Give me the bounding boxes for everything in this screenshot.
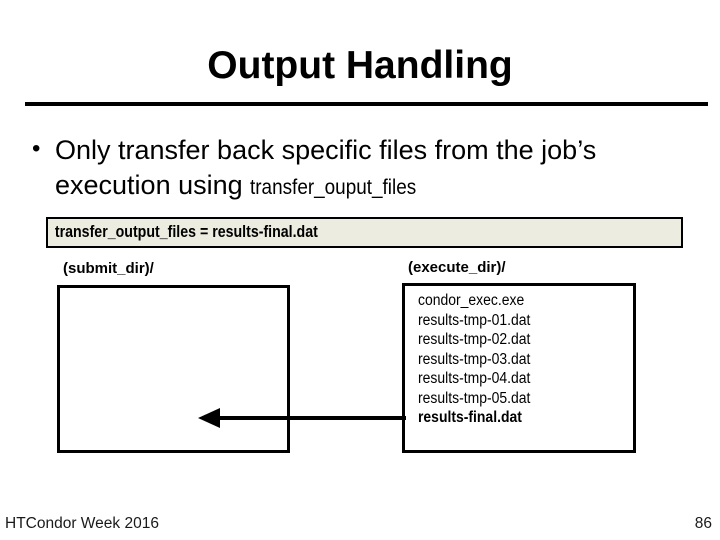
bullet-marker: • (32, 135, 41, 162)
file-list-item: results-tmp-05.dat (418, 389, 531, 407)
file-list-item: results-tmp-01.dat (418, 311, 531, 329)
execute-dir-file-list: condor_exec.exe results-tmp-01.dat resul… (418, 291, 543, 428)
arrow-left-head-icon (198, 408, 220, 428)
file-list-item: results-tmp-04.dat (418, 370, 531, 387)
file-list-item-final: results-final.dat (418, 409, 522, 426)
page-number: 86 (694, 515, 712, 532)
execute-dir-box (402, 283, 636, 453)
bullet-item: • Only transfer back specific files from… (30, 133, 647, 205)
arrow-shaft (212, 416, 406, 420)
submit-dir-label: (submit_dir)/ (63, 260, 154, 277)
slide-title: Output Handling (207, 44, 513, 87)
execute-dir-label: (execute_dir)/ (408, 259, 506, 276)
footer-event-name: HTCondor Week 2016 (5, 515, 159, 532)
transfer-config-box: transfer_output_files = results-final.da… (46, 217, 683, 248)
file-list-item: condor_exec.exe (418, 292, 525, 309)
submit-dir-box (57, 285, 290, 453)
file-list-item: results-tmp-03.dat (418, 350, 531, 368)
file-list-item: results-tmp-02.dat (418, 331, 531, 348)
transfer-config-text: transfer_output_files = results-final.da… (54, 223, 318, 241)
title-divider (25, 102, 708, 106)
bullet-text: Only transfer back specific files from t… (55, 135, 597, 200)
bullet-inline-code: transfer_ouput_files (250, 175, 417, 199)
